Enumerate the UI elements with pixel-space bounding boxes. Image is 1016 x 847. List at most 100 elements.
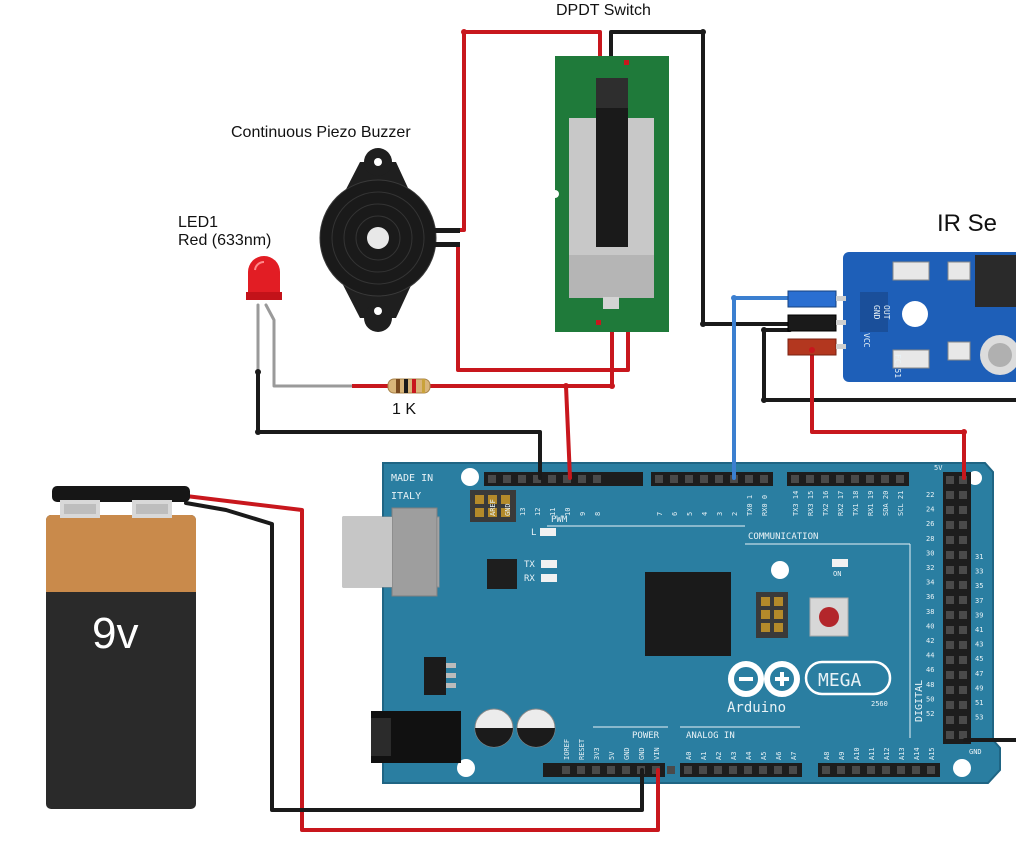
pin-label: TX3 14 [792, 491, 800, 516]
pin-hole [503, 475, 511, 483]
pin-hole [959, 611, 967, 619]
made-in-text: MADE IN [391, 473, 433, 484]
pin-hole [881, 475, 889, 483]
pin-hole [959, 686, 967, 694]
pin-label: RX1 19 [867, 491, 875, 516]
pin-hole [685, 475, 693, 483]
pin-hole [896, 475, 904, 483]
ir-pin-gnd [787, 314, 837, 332]
digital-pin-label: 33 [975, 568, 983, 576]
digital-pin-label: 32 [926, 564, 934, 572]
pin-hole [684, 766, 692, 774]
wire-ends [255, 29, 967, 435]
pin-hole [533, 475, 541, 483]
pin-hole [622, 766, 630, 774]
pin-hole [729, 766, 737, 774]
buzzer-label: Continuous Piezo Buzzer [231, 124, 411, 141]
ir-pin-out-label: OUT [882, 305, 891, 320]
digital-pin-label: 48 [926, 681, 934, 689]
arduino-mega-board: MADE IN ITALY PWM L TX RX ON COMMUNICATI… [342, 462, 1001, 784]
mount-hole [968, 471, 982, 485]
pin-hole [578, 475, 586, 483]
pin-hole [837, 766, 845, 774]
pin-label: 7 [656, 512, 664, 516]
pin-hole [946, 536, 954, 544]
pin-hole [699, 766, 707, 774]
pin-label: A12 [883, 747, 891, 760]
pin-label: A10 [853, 747, 861, 760]
pin-hole [959, 551, 967, 559]
pin-hole [760, 475, 768, 483]
pin-hole [670, 475, 678, 483]
pin-hole [946, 581, 954, 589]
pin-label: A7 [790, 752, 798, 760]
pin-hole [946, 731, 954, 739]
led-tx-label: TX [524, 560, 535, 570]
wire-ir-vcc [810, 348, 966, 480]
pin-hole [655, 475, 663, 483]
pin-hole [851, 475, 859, 483]
capacitors [474, 708, 556, 748]
arduino-logo-icon [728, 661, 800, 697]
pin-label: AREF [489, 499, 497, 516]
mount-hole [457, 759, 475, 777]
pin-hole [946, 716, 954, 724]
digital-pin-label: 51 [975, 699, 983, 707]
pin-label: SDA 20 [882, 491, 890, 516]
pin-label: 11 [549, 508, 557, 516]
dpdt-switch[interactable] [551, 56, 669, 332]
wire-battery-negative [184, 501, 644, 812]
header-top-mid [651, 472, 773, 486]
pin-label: A3 [730, 752, 738, 760]
dpdt-label: DPDT Switch [556, 2, 651, 19]
pin-label: 9 [579, 512, 587, 516]
pin-label: GND [623, 747, 631, 760]
pin-hole [714, 766, 722, 774]
digital-pin-label: 42 [926, 637, 934, 645]
pin-hole [959, 656, 967, 664]
pin-label: 13 [519, 508, 527, 516]
italy-text: ITALY [391, 491, 421, 502]
reset-button[interactable] [809, 597, 849, 637]
power-text: POWER [632, 731, 660, 741]
pin-label: 6 [671, 512, 679, 516]
pin-label: SCL 21 [897, 491, 905, 516]
ir-part-label: FC-51 [893, 354, 902, 378]
pin-label: 2 [731, 512, 739, 516]
digital-pin-label: 44 [926, 652, 934, 660]
digital-pin-label: 49 [975, 684, 983, 692]
digital-pin-label: 47 [975, 670, 983, 678]
pin-hole [593, 475, 601, 483]
pin-label: 3 [716, 512, 724, 516]
arduino-logo-text: Arduino [727, 700, 786, 716]
digital-pin-label: 41 [975, 626, 983, 634]
wire-battery-positive [184, 494, 660, 832]
pin-hole [822, 766, 830, 774]
pin-label: A6 [775, 752, 783, 760]
pin-hole [959, 476, 967, 484]
digital-text: DIGITAL [914, 680, 925, 722]
pin-hole [789, 766, 797, 774]
icsp-header-1 [470, 490, 516, 522]
pin-label: 10 [564, 508, 572, 516]
pin-label: 12 [534, 508, 542, 516]
digital-pin-label: 43 [975, 641, 983, 649]
pin-hole [959, 641, 967, 649]
led-spec-label: Red (633nm) [178, 232, 271, 249]
header-top-right [787, 472, 909, 486]
digital-pin-label: 34 [926, 579, 934, 587]
pin-hole [959, 566, 967, 574]
digital-pin-label: 39 [975, 611, 983, 619]
pin-label: 4 [701, 512, 709, 516]
pin-hole [946, 686, 954, 694]
resistor-1k [352, 378, 435, 394]
pin-hole [959, 581, 967, 589]
pin-hole [745, 475, 753, 483]
pin-hole [882, 766, 890, 774]
pin-hole [592, 766, 600, 774]
wire-buzzer-negative [456, 242, 630, 372]
pin-label: TX1 18 [852, 491, 860, 516]
header-power [543, 763, 665, 777]
model-2560-text: 2560 [871, 700, 888, 708]
pin-hole [946, 506, 954, 514]
